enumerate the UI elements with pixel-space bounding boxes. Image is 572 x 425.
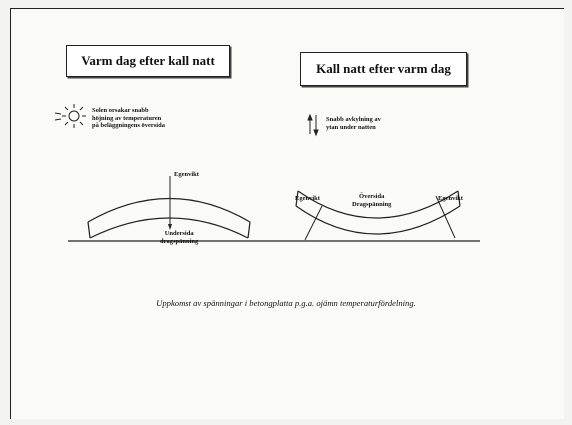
title-cold-night: Kall natt efter varm dag — [300, 52, 467, 86]
label-top-tension: Översida Dragspänning — [352, 193, 391, 208]
label-weight-right-left: Egenvikt — [295, 195, 320, 202]
sun-note: Solen orsakar snabb höjning av temperatu… — [92, 107, 165, 130]
arrows-icon — [307, 113, 319, 137]
label-top-line: Översida — [359, 193, 385, 200]
label-weight-left: Egenvikt — [174, 171, 199, 178]
sun-note-line: höjning av temperaturen — [92, 114, 162, 122]
cool-note-line: ytan under natten — [326, 123, 376, 131]
right-support-left — [304, 205, 323, 241]
label-bottom-line: dragspänning — [160, 237, 199, 245]
sun-icon — [54, 104, 86, 128]
left-weight-arrowhead — [168, 224, 172, 230]
sun-note-line: Solen orsakar snabb — [92, 107, 149, 114]
label-top-line: Dragspänning — [352, 200, 392, 208]
label-bottom-line: Undersida — [164, 230, 194, 237]
label-bottom-tension: Undersida dragspänning — [160, 230, 198, 245]
right-support-right — [435, 195, 456, 239]
title-warm-day: Varm dag efter kall natt — [66, 45, 230, 77]
figure-caption: Uppkomst av spänningar i betongplatta p.… — [156, 298, 416, 308]
sun-note-line: på beläggningens översida — [92, 122, 165, 130]
cool-note: Snabb avkylning av ytan under natten — [326, 116, 381, 131]
cool-note-line: Snabb avkylning av — [326, 116, 381, 123]
label-weight-right-right: Egenvikt — [438, 195, 463, 202]
